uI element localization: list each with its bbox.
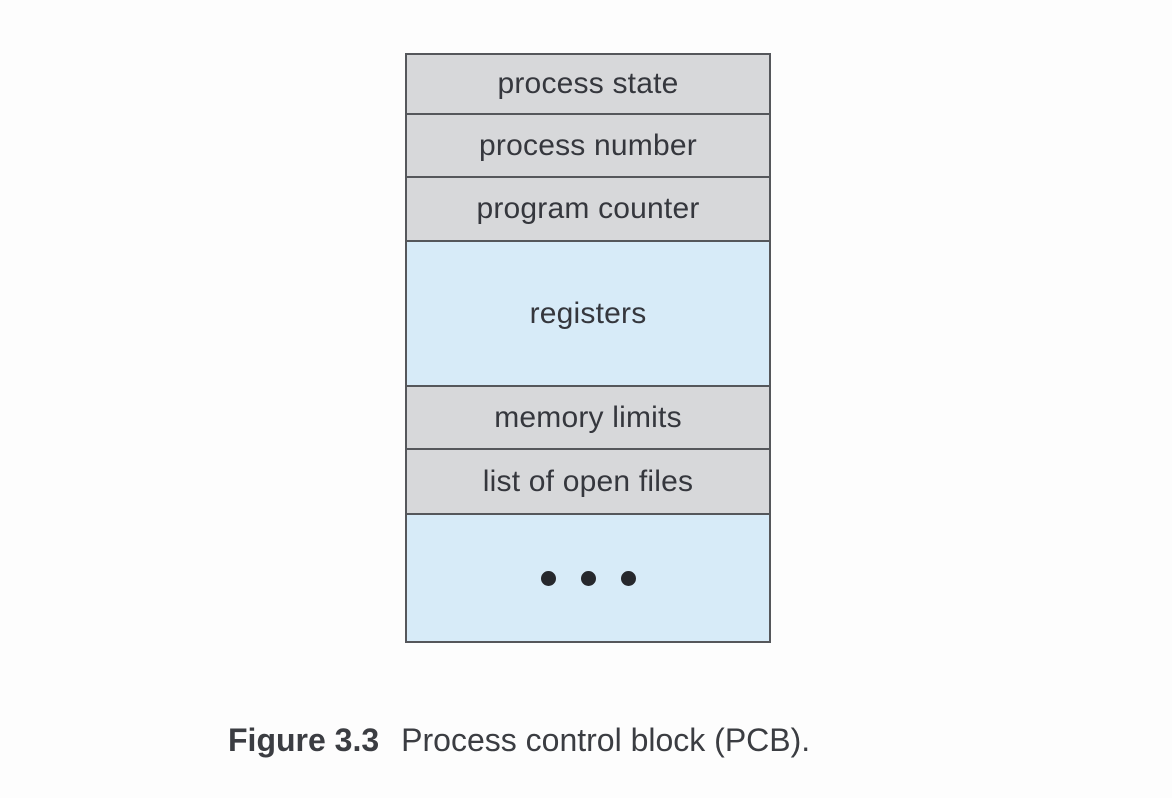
pcb-row-list-of-open-files: list of open files — [407, 448, 769, 513]
pcb-row-label: memory limits — [494, 400, 682, 434]
ellipsis-dots — [540, 570, 636, 586]
pcb-row-memory-limits: memory limits — [407, 385, 769, 448]
pcb-row-label: registers — [529, 296, 647, 330]
pcb-row-label: list of open files — [482, 464, 694, 498]
dot-icon — [580, 570, 596, 586]
dot-icon — [620, 570, 636, 586]
dot-icon — [540, 570, 556, 586]
pcb-row-label: process number — [479, 128, 697, 162]
pcb-row-registers: registers — [407, 240, 769, 385]
figure-caption-label: Figure 3.3 — [228, 722, 380, 758]
pcb-row-process-state: process state — [407, 55, 769, 113]
pcb-diagram: process state process number program cou… — [405, 53, 771, 643]
pcb-row-process-number: process number — [407, 113, 769, 176]
figure-caption-text: Process control block (PCB). — [401, 722, 811, 758]
pcb-row-label: process state — [497, 67, 679, 100]
figure-caption: Figure 3.3 Process control block (PCB). — [228, 722, 810, 759]
pcb-row-program-counter: program counter — [407, 176, 769, 240]
pcb-row-label: program counter — [476, 192, 700, 225]
pcb-row-ellipsis — [407, 513, 769, 641]
